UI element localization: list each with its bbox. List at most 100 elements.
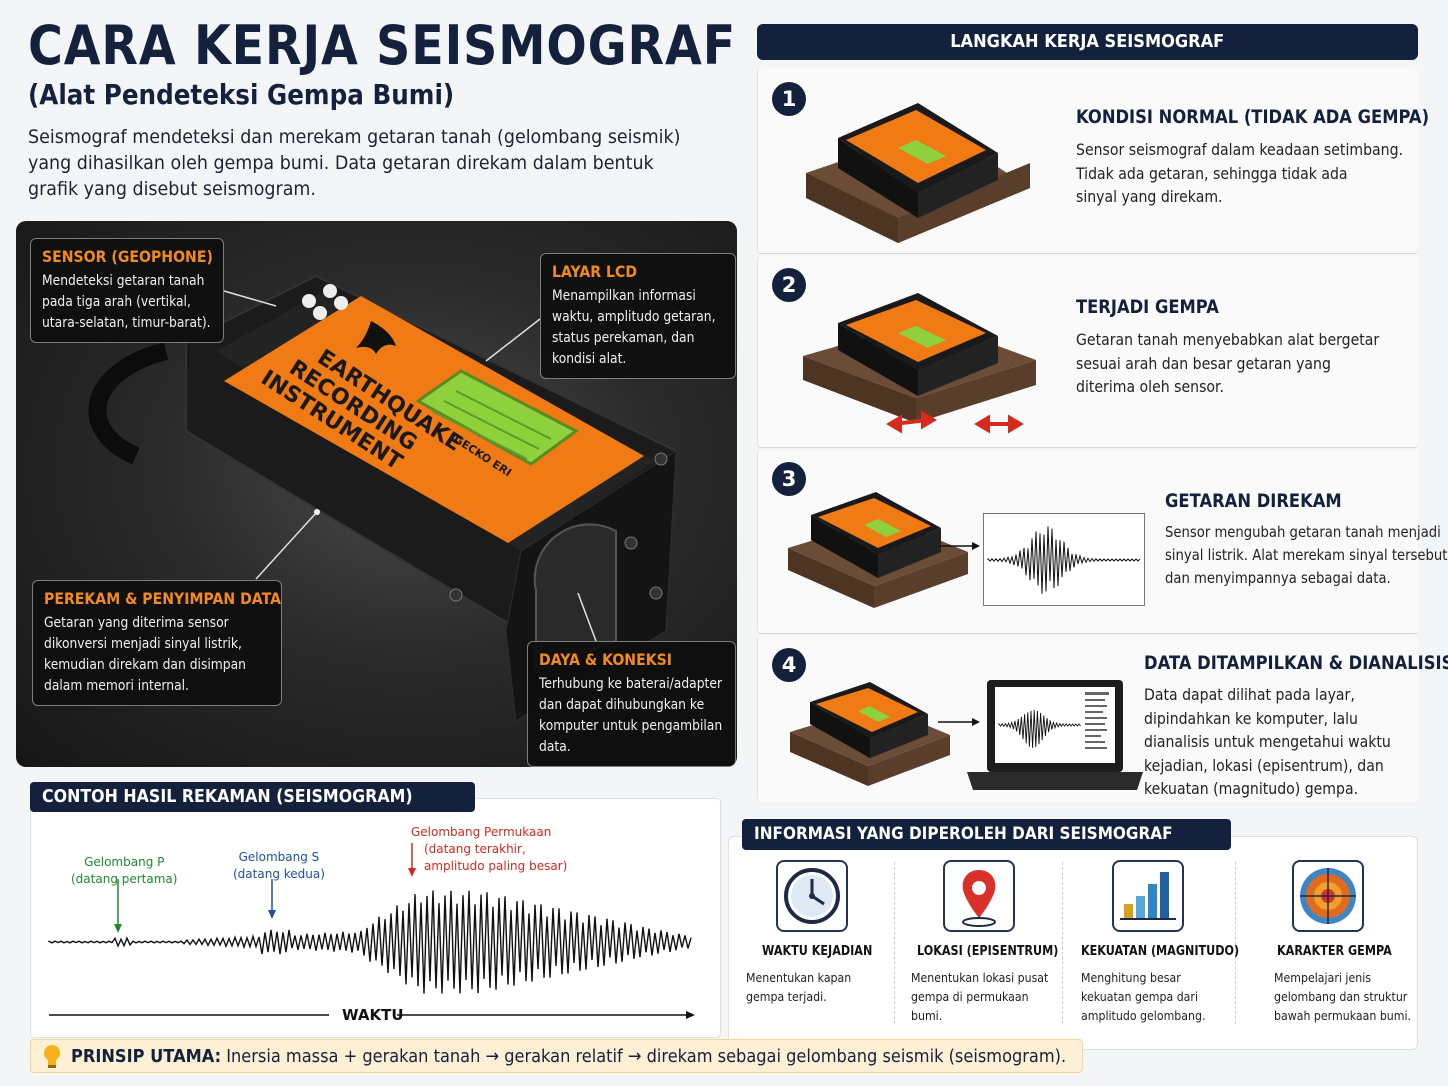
step-line: Sensor seismograf dalam keadaan setimban… bbox=[1076, 140, 1403, 159]
step-line: dan menyimpannya sebagai data. bbox=[1165, 569, 1391, 587]
step-description: Getaran tanah menyebabkan alat bergetar … bbox=[1076, 328, 1421, 399]
surface-wave-title: Gelombang Permukaan bbox=[411, 825, 552, 839]
lightbulb-icon bbox=[44, 1045, 60, 1068]
s-wave-label: Gelombang S (datang kedua) bbox=[233, 849, 325, 883]
page-subtitle: (Alat Pendeteksi Gempa Bumi) bbox=[28, 78, 455, 111]
info-title: WAKTU KEJADIAN bbox=[762, 944, 873, 959]
callout-title: DAYA & KONEKSI bbox=[539, 650, 673, 669]
laptop-icon bbox=[967, 680, 1143, 790]
callout-line: Menampilkan informasi bbox=[552, 288, 696, 304]
info-line: bawah permukaan bumi. bbox=[1274, 1008, 1412, 1023]
seismograph-device-illustration: EARTHQUAKE RECORDING INSTRUMENT GECKO ER… bbox=[88, 274, 678, 722]
step-line: kejadian, lokasi (episentrum), dan bbox=[1144, 755, 1384, 775]
clock-icon bbox=[776, 860, 848, 932]
arrow-right-icon bbox=[938, 718, 980, 726]
callout-line: dikonversi menjadi sinyal listrik, bbox=[44, 636, 242, 652]
step-3-card: 3 GETARAN DIREKAM Sensor mengubah getara… bbox=[757, 450, 1447, 634]
seismogram-graph: WAKTU bbox=[48, 843, 695, 1024]
step-number: 3 bbox=[772, 462, 806, 496]
s-wave-arrow-icon bbox=[268, 910, 276, 919]
callout-title: SENSOR (GEOPHONE) bbox=[42, 247, 213, 266]
step-line: kekuatan (magnitudo) gempa. bbox=[1144, 779, 1359, 798]
info-line: amplitudo gelombang. bbox=[1081, 1008, 1206, 1023]
step-2-card: 2 TERJADI GEMPA Getaran tanah menyebabka… bbox=[757, 256, 1418, 448]
info-line: Menentukan kapan bbox=[746, 970, 852, 985]
seismogram-wave bbox=[48, 890, 692, 994]
shaking-device-illustration bbox=[803, 293, 1036, 434]
seismogram-panel: WAKTU Gelombang P (datang pertama) Gelom… bbox=[30, 798, 721, 1038]
callout-line: komputer untuk pengambilan bbox=[539, 718, 723, 734]
intro-line: Seismograf mendeteksi dan merekam getara… bbox=[28, 126, 681, 148]
info-line: gelombang dan struktur bbox=[1274, 989, 1408, 1004]
intro-line: yang dihasilkan oleh gempa bumi. Data ge… bbox=[28, 152, 654, 174]
bar-chart-icon bbox=[1112, 860, 1184, 932]
info-title: KARAKTER GEMPA bbox=[1277, 944, 1392, 959]
step-4-card: 4 DATA DITAMPILKAN & DIANALISIS Data dap… bbox=[757, 636, 1448, 802]
surface-wave-label: Gelombang Permukaan (datang terakhir, am… bbox=[411, 824, 567, 875]
step-1-card: 1 KONDISI NORMAL (TIDAK ADA GEMPA) Senso… bbox=[757, 68, 1429, 254]
info-header-label: INFORMASI YANG DIPEROLEH DARI SEISMOGRAF bbox=[754, 824, 1173, 844]
info-line: kekuatan gempa dari bbox=[1081, 989, 1198, 1004]
step-line: Tidak ada getaran, sehingga tidak ada bbox=[1076, 163, 1348, 183]
callout-line: Mendeteksi getaran tanah bbox=[42, 273, 205, 289]
p-wave-title: Gelombang P bbox=[84, 855, 165, 869]
intro-paragraph: Seismograf mendeteksi dan merekam getara… bbox=[28, 124, 708, 202]
shake-arrows-icon bbox=[886, 410, 1024, 434]
step-line: Getaran tanah menyebabkan alat bergetar bbox=[1076, 330, 1380, 349]
callout-line: kondisi alat. bbox=[552, 351, 627, 367]
callout-line: Terhubung ke baterai/adapter bbox=[539, 676, 723, 692]
callout-line: waktu, amplitudo getaran, bbox=[552, 309, 716, 325]
divider bbox=[1062, 862, 1063, 1024]
info-description: Menentukan kapan gempa terjadi. bbox=[746, 968, 866, 1006]
step-description: Data dapat dilihat pada layar, dipindahk… bbox=[1144, 683, 1425, 801]
info-line: gempa terjadi. bbox=[746, 989, 827, 1004]
step-line: diterima oleh sensor. bbox=[1076, 377, 1224, 396]
callout-title: LAYAR LCD bbox=[552, 262, 638, 281]
mini-seismogram-panel bbox=[983, 513, 1145, 606]
info-description: Mempelajari jenis gelombang dan struktur… bbox=[1274, 968, 1430, 1025]
step-line: dianalisis untuk mengetahui waktu bbox=[1144, 732, 1391, 751]
earth-layers-icon bbox=[1292, 860, 1364, 932]
info-line: Menghitung besar bbox=[1081, 970, 1181, 985]
callout-sensor: SENSOR (GEOPHONE) Mendeteksi getaran tan… bbox=[30, 238, 224, 343]
arrow-right-icon bbox=[940, 542, 980, 550]
info-description: Menentukan lokasi pusat gempa di permuka… bbox=[911, 968, 1067, 1025]
step-title: TERJADI GEMPA bbox=[1076, 296, 1219, 318]
callout-line: dan dapat dihubungkan ke bbox=[539, 697, 705, 713]
step-line: Data dapat dilihat pada layar, bbox=[1144, 685, 1355, 704]
info-line: bumi. bbox=[911, 1008, 943, 1023]
step-line: sesuai arah dan besar getaran yang bbox=[1076, 353, 1331, 373]
surface-wave-subtitle: amplitudo paling besar) bbox=[424, 859, 568, 873]
info-line: gempa di permukaan bbox=[911, 989, 1029, 1004]
step-title: GETARAN DIREKAM bbox=[1165, 490, 1342, 512]
info-header: INFORMASI YANG DIPEROLEH DARI SEISMOGRAF bbox=[742, 819, 1232, 850]
callout-line: dalam memori internal. bbox=[44, 678, 189, 694]
laptop-seismogram-wave bbox=[998, 710, 1081, 749]
callout-line: status perekaman, dan bbox=[552, 330, 695, 346]
intro-line: grafik yang disebut seismogram. bbox=[28, 178, 317, 200]
info-title: LOKASI (EPISENTRUM) bbox=[917, 944, 1059, 959]
callout-line: pada tiga arah (vertikal, bbox=[42, 294, 191, 310]
s-wave-title: Gelombang S bbox=[238, 850, 320, 864]
device-on-ground-illustration bbox=[788, 492, 968, 608]
p-wave-label: Gelombang P (datang pertama) bbox=[71, 854, 177, 888]
p-wave-arrow-icon bbox=[114, 924, 122, 933]
callout-line: utara-selatan, timur-barat). bbox=[42, 315, 211, 331]
principle-text: PRINSIP UTAMA: Inersia massa + gerakan t… bbox=[71, 1046, 1066, 1067]
device-on-ground-illustration bbox=[806, 103, 1030, 243]
info-line: Menentukan lokasi pusat bbox=[911, 970, 1049, 985]
surface-wave-arrow-icon bbox=[408, 868, 416, 877]
principle-banner: PRINSIP UTAMA: Inersia massa + gerakan t… bbox=[30, 1039, 1083, 1073]
step-number: 1 bbox=[772, 82, 806, 116]
p-wave-subtitle: (datang pertama) bbox=[71, 872, 178, 886]
s-wave-subtitle: (datang kedua) bbox=[233, 867, 325, 881]
orange-panel bbox=[224, 296, 644, 543]
step-number: 2 bbox=[772, 268, 806, 302]
step-description: Sensor seismograf dalam keadaan setimban… bbox=[1076, 138, 1448, 209]
divider bbox=[894, 862, 895, 1024]
step-description: Sensor mengubah getaran tanah menjadi si… bbox=[1165, 521, 1448, 590]
divider bbox=[1235, 862, 1236, 1024]
gecko-logo bbox=[356, 321, 396, 354]
info-title: KEKUATAN (MAGNITUDO) bbox=[1081, 944, 1240, 959]
step-title: KONDISI NORMAL (TIDAK ADA GEMPA) bbox=[1076, 106, 1430, 128]
